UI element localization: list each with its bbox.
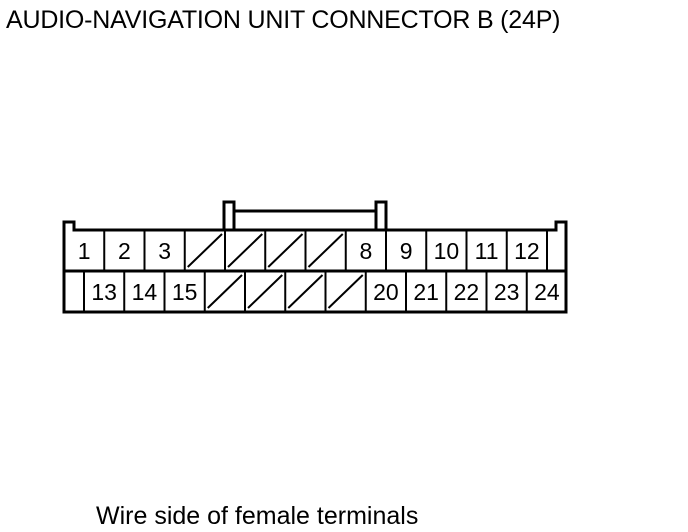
- pin-14-label: 14: [132, 279, 158, 305]
- unused-cavity-hatch: [267, 233, 304, 268]
- unused-cavity-hatch: [207, 274, 243, 309]
- diagram-title: AUDIO-NAVIGATION UNIT CONNECTOR B (24P): [6, 6, 561, 34]
- connector-latch: [222, 200, 236, 232]
- pin-12-label: 12: [514, 238, 540, 264]
- connector-latch-right: [374, 200, 388, 232]
- unused-cavity-hatch: [327, 274, 364, 309]
- pin-1-label: 1: [78, 238, 91, 264]
- pin-23-label: 23: [494, 279, 520, 305]
- unused-cavity-hatch: [247, 274, 283, 309]
- pin-9-label: 9: [400, 238, 413, 264]
- pin-10-label: 10: [434, 238, 460, 264]
- pin-20-label: 20: [373, 279, 399, 305]
- pin-2-label: 2: [118, 238, 131, 264]
- pin-8-label: 8: [359, 238, 372, 264]
- connector-housing: [62, 220, 568, 314]
- pin-21-label: 21: [413, 279, 439, 305]
- unused-cavity-hatch: [187, 233, 223, 268]
- pin-11-label: 11: [475, 238, 499, 264]
- diagram-caption: Wire side of female terminals: [96, 502, 419, 530]
- pin-15-label: 15: [172, 279, 198, 305]
- unused-cavity-hatch: [227, 233, 263, 268]
- unused-cavity-hatch: [287, 274, 324, 309]
- pin-3-label: 3: [158, 238, 171, 264]
- pin-22-label: 22: [454, 279, 480, 305]
- unused-cavity-hatch: [307, 233, 344, 268]
- pin-24-label: 24: [534, 279, 560, 305]
- pin-13-label: 13: [91, 279, 117, 305]
